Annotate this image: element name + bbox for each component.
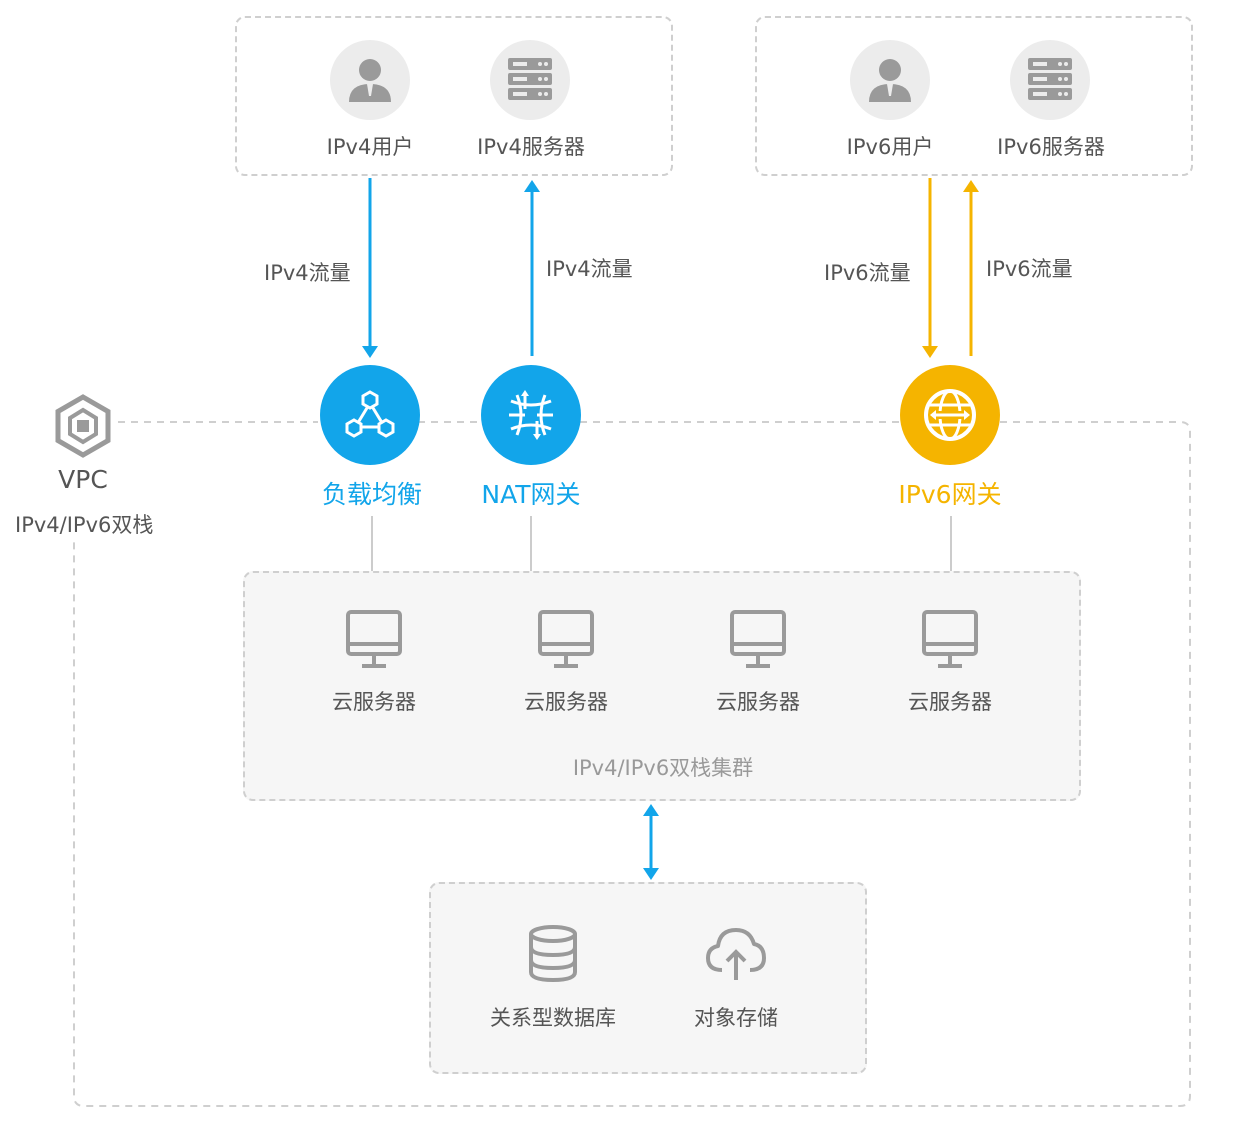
- ipv4-in-traffic-label: IPv4流量: [264, 261, 351, 285]
- monitor-icon: [730, 610, 786, 668]
- cloud-server-2[interactable]: 云服务器: [466, 602, 666, 722]
- server-rack-icon: [1028, 58, 1072, 100]
- ipv4-user-label: IPv4用户: [326, 135, 414, 159]
- ipv4-out-traffic-label: IPv4流量: [546, 257, 633, 281]
- database-icon: [529, 925, 577, 983]
- nat-gateway-node[interactable]: [481, 365, 581, 465]
- cloud-server-label: 云服务器: [908, 690, 992, 714]
- ipv6-external-group: [755, 16, 1193, 176]
- relational-database[interactable]: 关系型数据库: [453, 924, 653, 1044]
- nat-gateway-label: NAT网关: [481, 480, 581, 509]
- cloud-server-label: 云服务器: [332, 690, 416, 714]
- ipv6-user-avatar: [850, 40, 930, 120]
- ipv4-server-label: IPv4服务器: [477, 135, 585, 159]
- ipv6-gateway-label: IPv6网关: [898, 480, 1002, 509]
- ipv4-server-avatar: [490, 40, 570, 120]
- monitor-icon: [538, 610, 594, 668]
- cloud-server-1[interactable]: 云服务器: [274, 602, 474, 722]
- ipv6-gateway-node[interactable]: [900, 365, 1000, 465]
- cloud-server-label: 云服务器: [716, 690, 800, 714]
- user-icon: [349, 59, 391, 102]
- server-rack-icon: [508, 58, 552, 100]
- ipv6-in-traffic-label: IPv6流量: [824, 261, 911, 285]
- vpc-title: VPC: [58, 465, 108, 494]
- load-balancer-label: 负载均衡: [321, 480, 422, 509]
- cloud-server-4[interactable]: 云服务器: [850, 602, 1050, 722]
- monitor-icon: [922, 610, 978, 668]
- cloud-server-3[interactable]: 云服务器: [658, 602, 858, 722]
- object-storage[interactable]: 对象存储: [636, 924, 836, 1044]
- cluster-caption: IPv4/IPv6双栈集群: [572, 756, 754, 780]
- monitor-icon: [346, 610, 402, 668]
- dual-stack-cluster: [243, 571, 1081, 801]
- nat-gateway-icon: [509, 390, 553, 440]
- vpc-boundary: [73, 421, 1191, 1107]
- load-balancer-icon: [345, 390, 395, 438]
- vpc-hexagon-icon: [55, 394, 111, 458]
- ipv6-out-traffic-label: IPv6流量: [986, 257, 1073, 281]
- ipv6-server-avatar: [1010, 40, 1090, 120]
- object-storage-label: 对象存储: [694, 1006, 778, 1030]
- storage-group: [429, 882, 867, 1074]
- cloud-server-label: 云服务器: [524, 690, 608, 714]
- database-label: 关系型数据库: [490, 1006, 616, 1030]
- ipv6-user-label: IPv6用户: [846, 135, 934, 159]
- ipv6-server-label: IPv6服务器: [997, 135, 1105, 159]
- globe-icon: [924, 389, 976, 441]
- vpc-subtitle: IPv4/IPv6双栈: [15, 513, 154, 537]
- ipv4-user-avatar: [330, 40, 410, 120]
- user-icon: [869, 59, 911, 102]
- ipv4-external-group: [235, 16, 673, 176]
- cloud-upload-icon: [706, 928, 766, 980]
- load-balancer-node[interactable]: [320, 365, 420, 465]
